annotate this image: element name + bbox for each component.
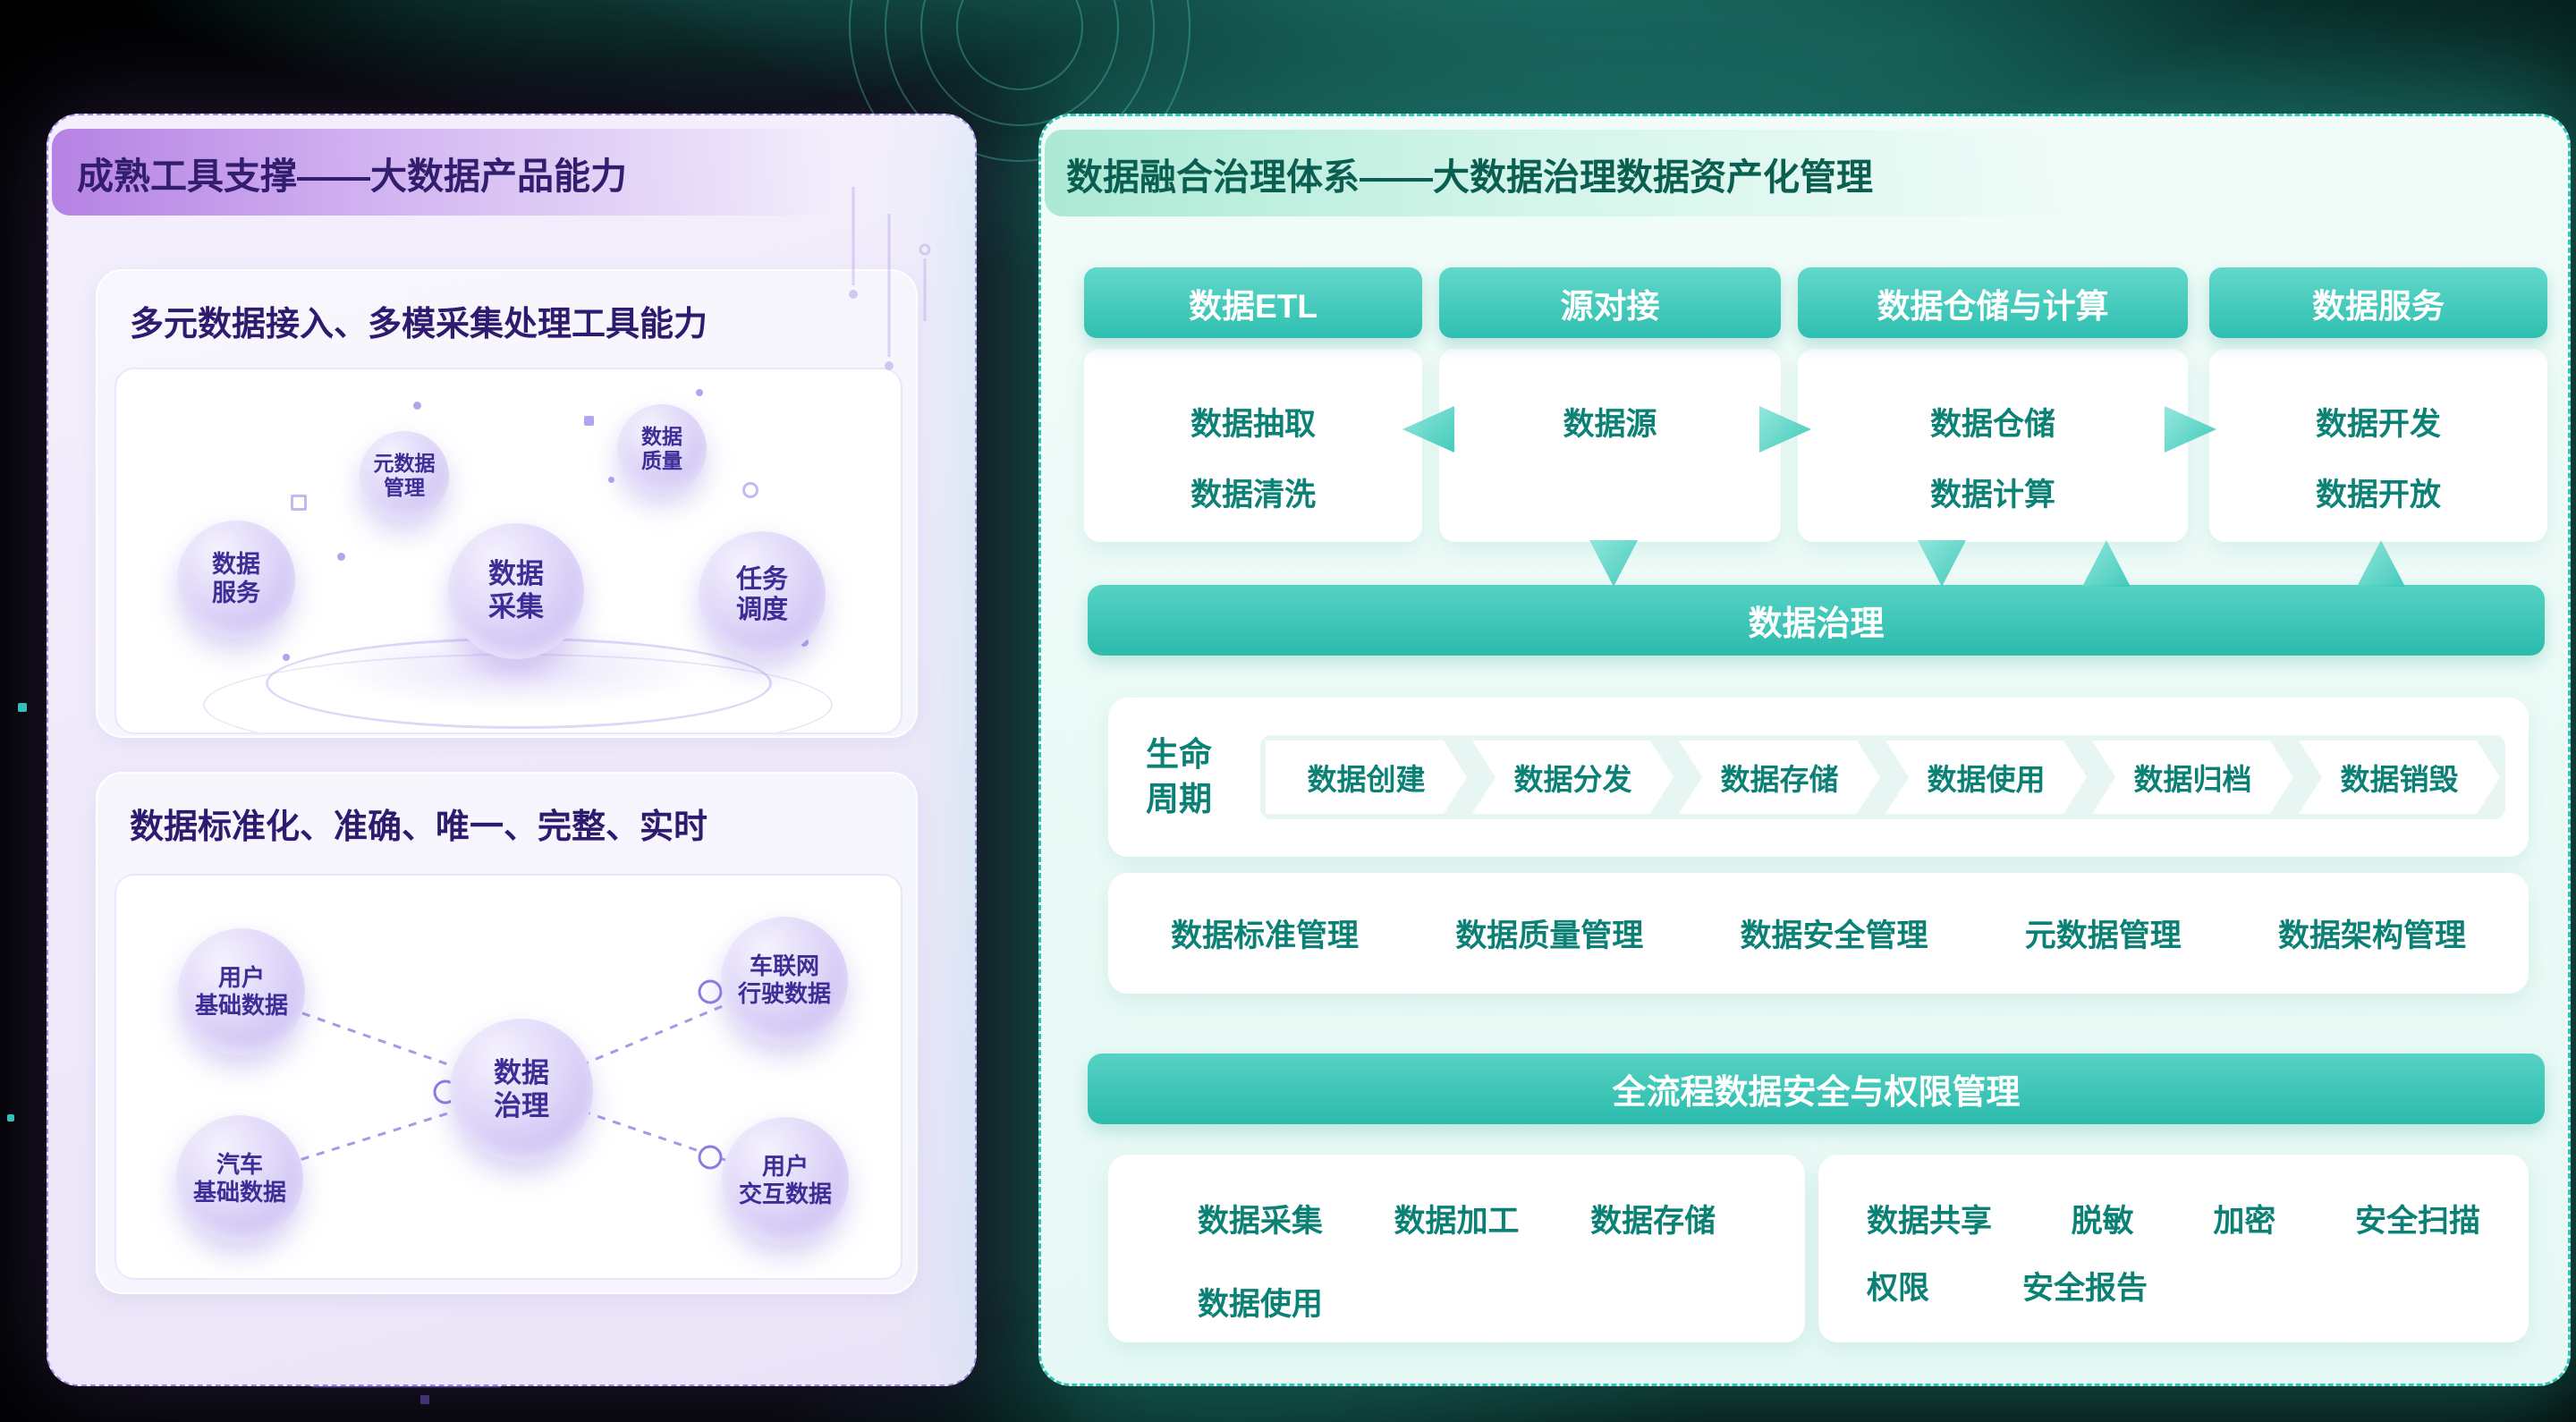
lifecycle-step: 数据归档 <box>2092 741 2293 814</box>
section-tools: 多元数据接入、多模采集处理工具能力 元数据 管理 数据 质量 数据 服务 数据 … <box>96 269 918 738</box>
security-item: 数据加工 <box>1394 1204 1520 1239</box>
decor-dot <box>18 703 27 712</box>
tools-bubble-canvas: 元数据 管理 数据 质量 数据 服务 数据 采集 任务 调度 <box>114 368 902 734</box>
lifecycle-step: 数据使用 <box>1885 741 2087 814</box>
bubble-task-scheduling: 任务 调度 <box>699 531 826 658</box>
bubble-data-quality: 数据 质量 <box>617 404 707 494</box>
right-panel-title-banner: 数据融合治理体系——大数据治理数据资产化管理 <box>1045 130 2095 216</box>
column-header-warehouse-compute: 数据仓储与计算 <box>1798 267 2188 338</box>
section-standard-title: 数据标准化、准确、唯一、完整、实时 <box>130 808 708 846</box>
lifecycle-label: 生命 周期 <box>1146 736 1212 817</box>
security-left-box: 数据采集 数据加工 数据存储 数据使用 <box>1108 1155 1805 1342</box>
security-right-box: 数据共享 脱敏 加密 安全扫描 权限 安全报告 <box>1818 1155 2529 1342</box>
security-right-row: 数据共享 脱敏 加密 安全扫描 <box>1818 1155 2529 1241</box>
lifecycle-box: 生命 周期 数据创建 数据分发 数据存储 数据使用 数据归档 数据销毁 <box>1108 698 2529 857</box>
security-item: 安全报告 <box>2022 1271 2148 1306</box>
left-panel-title: 成熟工具支撑——大数据产品能力 <box>77 155 627 197</box>
node-iov-driving-data: 车联网 行驶数据 <box>721 917 848 1044</box>
lifecycle-step: 数据分发 <box>1472 741 1674 814</box>
node-auto-base-data: 汽车 基础数据 <box>176 1115 303 1242</box>
decor-dot <box>742 482 758 498</box>
decor-dot <box>608 477 614 483</box>
column-header-data-service: 数据服务 <box>2209 267 2547 338</box>
bubble-metadata-management: 元数据 管理 <box>360 431 449 521</box>
decor-dot <box>696 389 703 396</box>
management-item: 数据标准管理 <box>1171 918 1360 953</box>
governance-network-canvas: 用户 基础数据 车联网 行驶数据 汽车 基础数据 用户 交互数据 数据 治理 <box>114 874 902 1280</box>
column-header-source-connect: 源对接 <box>1439 267 1781 338</box>
column-item: 数据计算 <box>1929 478 2055 512</box>
column-box-data-etl: 数据抽取 数据清洗 <box>1084 349 1422 542</box>
column-item: 数据开放 <box>2315 478 2441 512</box>
right-panel: 数据融合治理体系——大数据治理数据资产化管理 数据ETL 源对接 数据仓储与计算… <box>1038 114 2571 1386</box>
lifecycle-step: 数据存储 <box>1679 741 1880 814</box>
management-item: 数据质量管理 <box>1455 918 1644 953</box>
bubble-data-service: 数据 服务 <box>177 521 295 639</box>
column-box-warehouse-compute: 数据仓储 数据计算 <box>1798 349 2188 542</box>
management-box: 数据标准管理 数据质量管理 数据安全管理 元数据管理 数据架构管理 <box>1108 873 2529 994</box>
management-item: 数据架构管理 <box>2277 918 2466 953</box>
management-item: 数据安全管理 <box>1740 918 1928 953</box>
arrow-down-icon <box>1589 540 1638 587</box>
node-user-interaction-data: 用户 交互数据 <box>722 1117 849 1244</box>
arrow-up-icon <box>2357 540 2405 587</box>
security-item: 加密 <box>2213 1204 2276 1239</box>
lifecycle-steps: 数据创建 数据分发 数据存储 数据使用 数据归档 数据销毁 <box>1260 735 2505 819</box>
management-item: 元数据管理 <box>2024 918 2182 953</box>
lifecycle-step: 数据销毁 <box>2299 741 2500 814</box>
node-user-base-data: 用户 基础数据 <box>178 928 305 1055</box>
column-item: 数据抽取 <box>1190 407 1316 442</box>
column-item: 数据源 <box>1563 407 1657 442</box>
bubble-data-collection: 数据 采集 <box>448 523 584 659</box>
node-center-data-governance: 数据 治理 <box>450 1019 593 1162</box>
column-header-data-etl: 数据ETL <box>1084 267 1422 338</box>
column-item: 数据清洗 <box>1190 478 1316 512</box>
column-item: 数据仓储 <box>1929 407 2055 442</box>
arrow-up-icon <box>2082 540 2131 587</box>
security-item: 数据存储 <box>1590 1204 1716 1239</box>
security-item: 脱敏 <box>2071 1204 2134 1239</box>
arrow-down-icon <box>1918 540 1966 587</box>
right-panel-title: 数据融合治理体系——大数据治理数据资产化管理 <box>1066 156 1873 198</box>
left-panel: 成熟工具支撑——大数据产品能力 多元数据接入、多模采集处理工具能力 <box>47 114 977 1386</box>
security-item: 权限 <box>1867 1271 1930 1306</box>
left-panel-title-banner: 成熟工具支撑——大数据产品能力 <box>52 129 833 216</box>
column-box-data-service: 数据开发 数据开放 <box>2209 349 2547 542</box>
decor-dot <box>283 654 290 661</box>
governance-bar: 数据治理 <box>1088 585 2545 656</box>
security-item: 安全扫描 <box>2354 1204 2480 1239</box>
decor-dot <box>413 402 421 410</box>
decor-dot <box>584 416 594 426</box>
security-bar: 全流程数据安全与权限管理 <box>1088 1054 2545 1124</box>
security-right-row: 权限 安全报告 <box>1818 1241 2529 1308</box>
decor-dot <box>7 1114 14 1122</box>
circuit-lines <box>849 187 931 370</box>
security-item: 数据使用 <box>1197 1287 1323 1322</box>
section-tools-title: 多元数据接入、多模采集处理工具能力 <box>130 306 708 343</box>
lifecycle-step: 数据创建 <box>1266 741 1467 814</box>
column-box-source-connect: 数据源 <box>1439 349 1781 542</box>
concentric-arcs-icon <box>849 0 1191 188</box>
section-standard: 数据标准化、准确、唯一、完整、实时 用户 基础数据 <box>96 772 918 1294</box>
security-item: 数据共享 <box>1867 1204 1993 1239</box>
column-item: 数据开发 <box>2315 407 2441 442</box>
decor-dot <box>337 553 345 561</box>
decor-dot <box>291 495 307 511</box>
security-item: 数据采集 <box>1197 1204 1323 1239</box>
